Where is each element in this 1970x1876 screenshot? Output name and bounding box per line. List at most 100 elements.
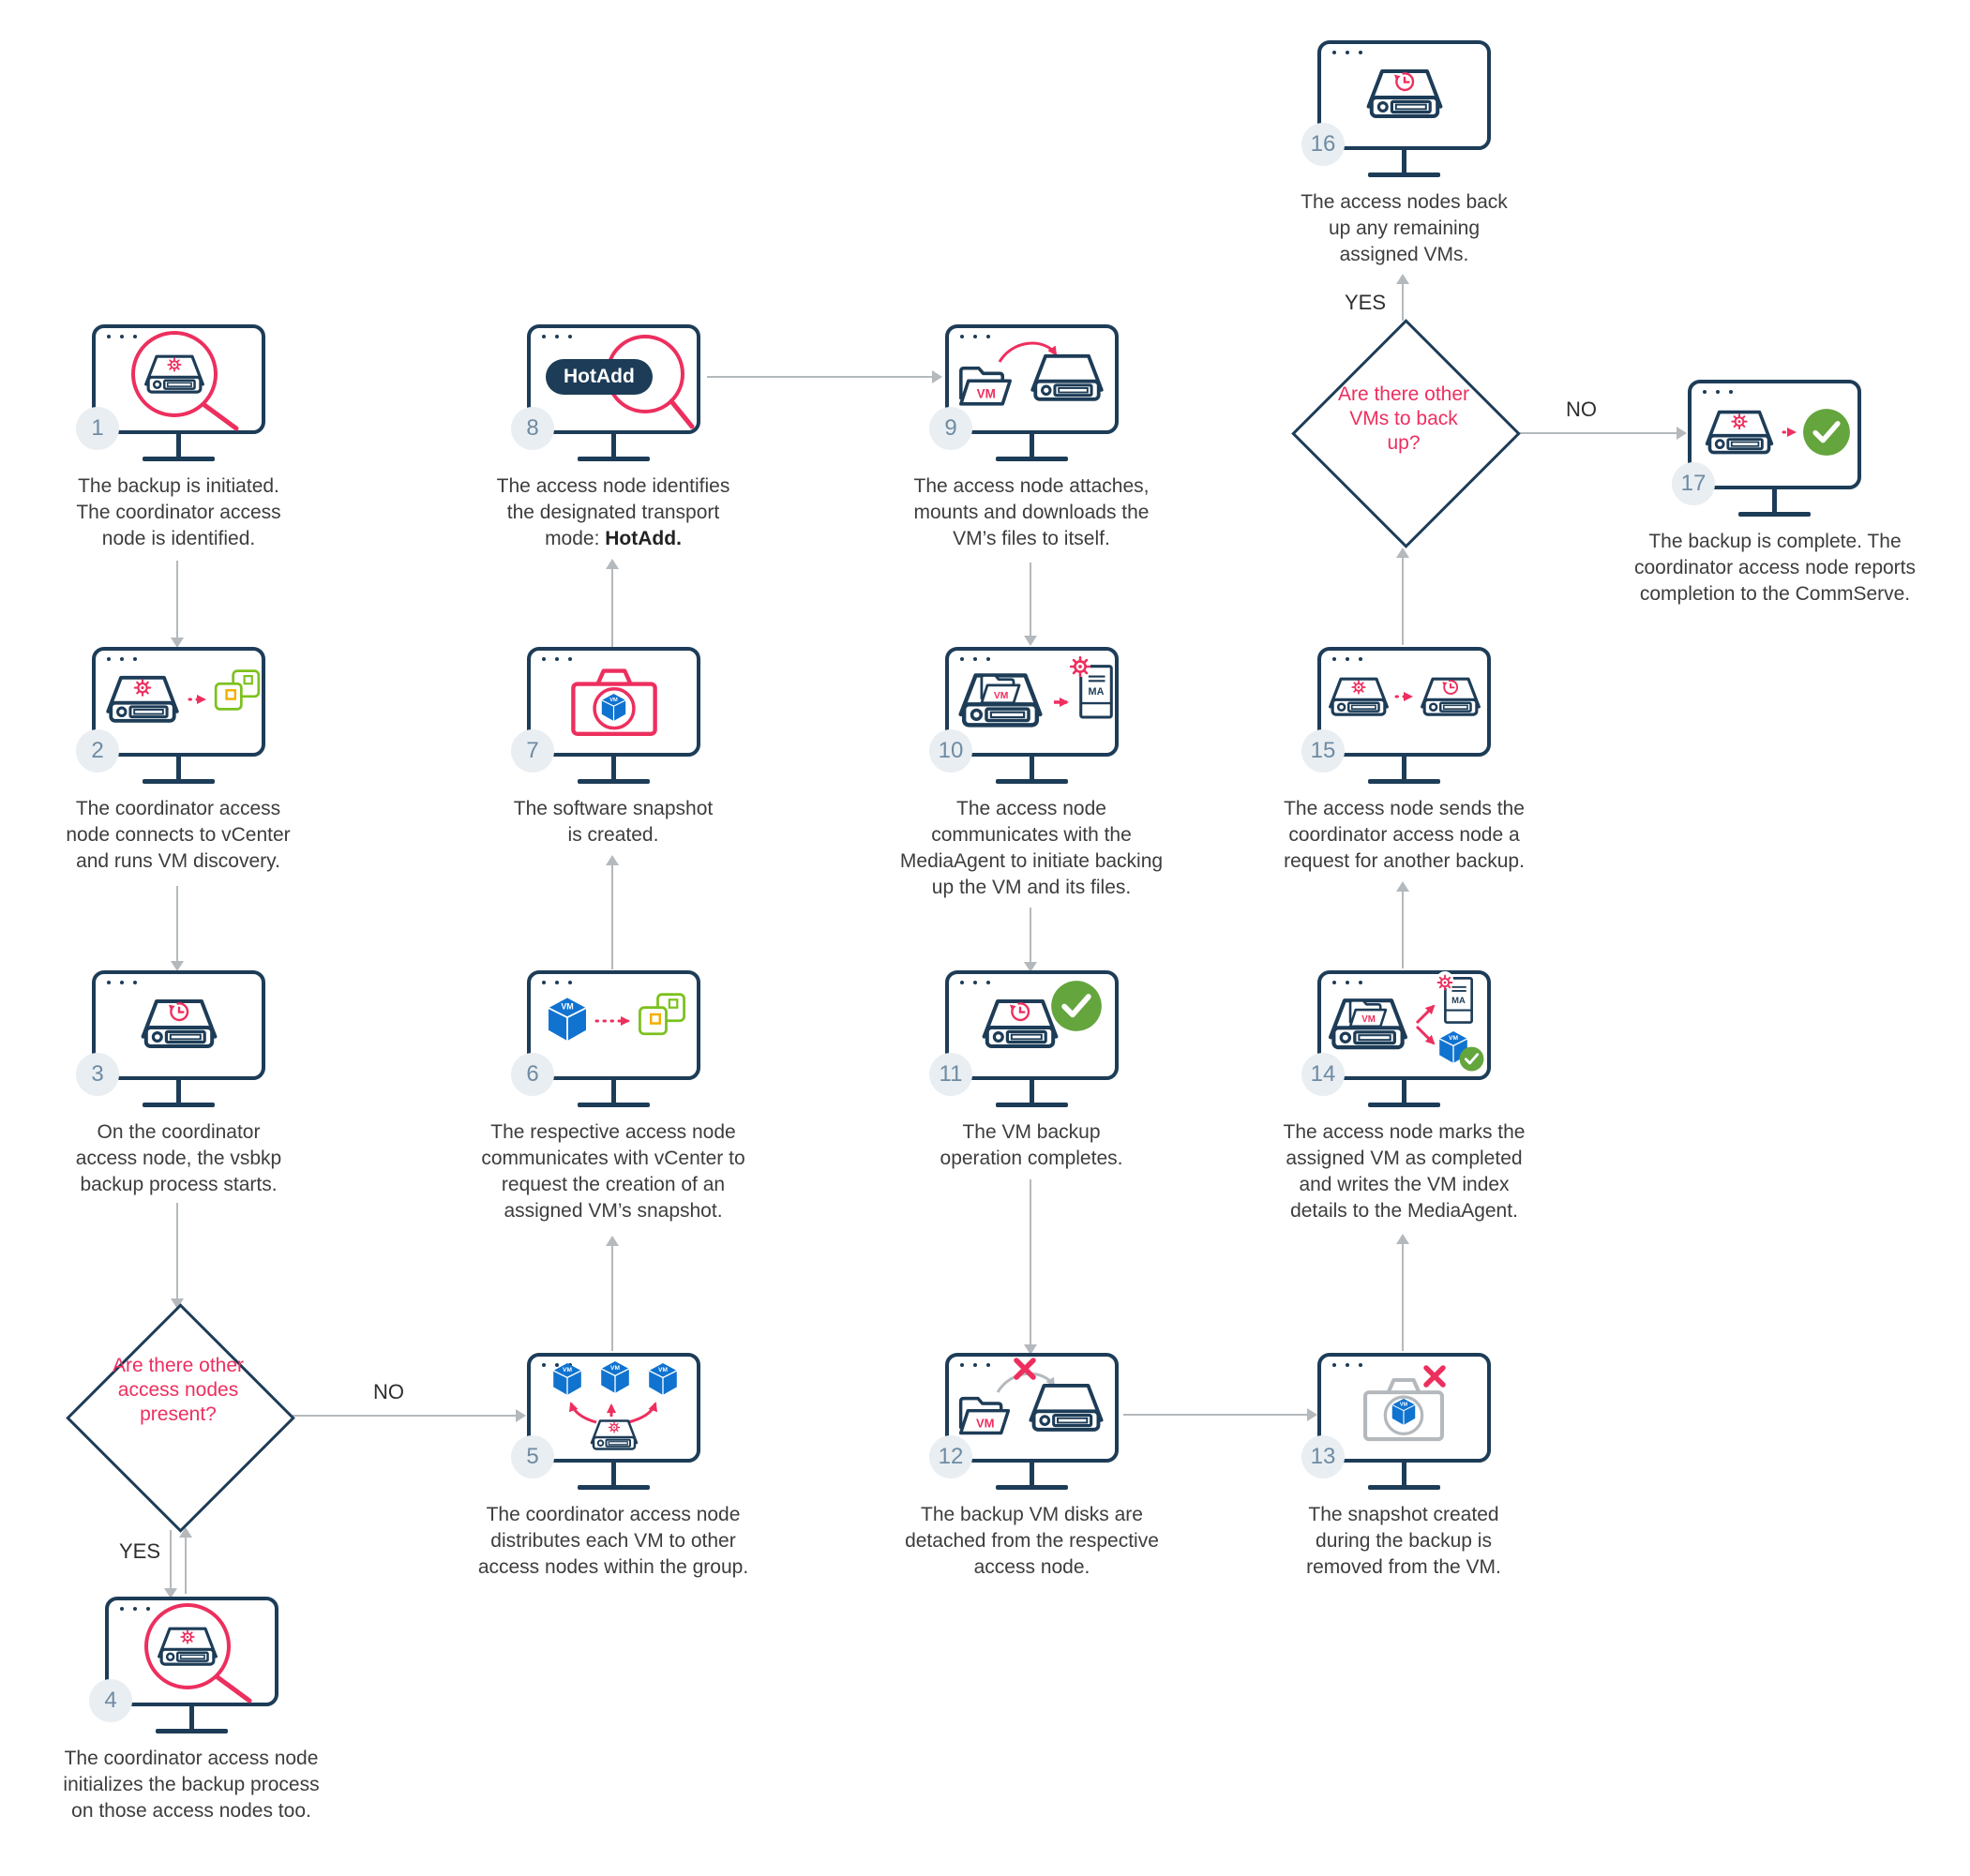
step-17: 17: [1672, 380, 1861, 517]
step-11: 11: [929, 970, 1119, 1107]
step-number-badge: 15: [1301, 729, 1345, 773]
step-number-badge: 14: [1301, 1053, 1345, 1096]
step-number-badge: 10: [929, 729, 972, 773]
monitor-frame: [945, 647, 1119, 757]
step-caption: The backup is complete. The coordinator …: [1634, 531, 1916, 605]
monitor-base: [996, 1103, 1068, 1107]
arrowhead-up-icon: [1396, 1234, 1409, 1244]
vm-folder-icon: [959, 366, 1012, 406]
step-15: 15: [1301, 647, 1491, 784]
window-dots-icon: [107, 335, 137, 338]
step-caption: On the coordinator access node, the vsbk…: [75, 1121, 282, 1195]
vcenter-icon: [214, 669, 261, 711]
window-dots-icon: [542, 657, 572, 661]
monitor-stand: [1772, 489, 1777, 513]
monitor-frame: [527, 970, 700, 1080]
vm-folder-detach-icon: [958, 1358, 1104, 1435]
step-number-badge: 2: [76, 729, 119, 773]
connector-1-2: [176, 561, 178, 639]
server-distributes-vms-icon: [552, 1360, 678, 1459]
step-caption: The access node marks the assigned VM as…: [1283, 1121, 1526, 1222]
backup-complete-icon: [949, 974, 1115, 1076]
arrowhead-up-icon: [1396, 548, 1409, 558]
snapshot-removed-icon: [1321, 1365, 1446, 1459]
monitor-stand: [611, 1463, 616, 1486]
window-dots-icon: [542, 335, 572, 338]
monitor-base: [578, 779, 650, 784]
server-restore-icon: [1321, 44, 1487, 146]
monitor-base: [1368, 779, 1440, 784]
step-number-badge: 9: [929, 407, 972, 450]
arrowhead-down-icon: [1024, 636, 1037, 646]
window-dots-icon: [1332, 657, 1362, 661]
monitor-frame: [105, 1597, 278, 1706]
window-dots-icon: [960, 657, 990, 661]
monitor-stand: [1402, 1463, 1406, 1486]
step-8: HotAdd 8: [511, 324, 700, 461]
step-number-badge: 1: [76, 407, 119, 450]
connector-13-14: [1402, 1243, 1404, 1351]
monitor-frame: [945, 1353, 1119, 1463]
step-caption: The backup VM disks are detached from th…: [905, 1504, 1159, 1578]
monitor-frame: [1688, 380, 1861, 489]
check-circle-icon: [1051, 981, 1102, 1031]
arrowhead-down-icon: [171, 961, 184, 971]
server-to-mediaagent-icon: [949, 655, 1113, 753]
monitor-stand: [611, 434, 616, 458]
connector-9-10: [1030, 563, 1031, 638]
step-number-badge: 17: [1672, 462, 1715, 505]
server-icon: [1030, 353, 1104, 401]
connector-7-8: [611, 568, 613, 647]
monitor-frame: [92, 970, 265, 1080]
server-restore-icon: [96, 974, 262, 1076]
snapshot-camera-icon: [531, 651, 697, 753]
monitor-base: [1368, 1485, 1440, 1490]
step-2: 2: [76, 647, 265, 784]
step-9: 9: [929, 324, 1119, 461]
decision-other-vms-question: Are there other VMs to back up?: [1337, 383, 1470, 455]
monitor-frame: [945, 324, 1119, 434]
monitor-base: [143, 457, 215, 461]
monitor-frame: [527, 1353, 700, 1463]
connector-d2-no-17: [1517, 432, 1678, 434]
step-caption: The snapshot created during the backup i…: [1306, 1504, 1501, 1578]
server-to-vcenter-icon: [96, 669, 261, 753]
vm-to-vcenter-icon: [548, 993, 685, 1043]
arrowhead-up-icon: [606, 559, 619, 569]
connector-5-6: [611, 1245, 613, 1351]
connector-8-9: [707, 376, 934, 378]
connector-12-13: [1123, 1414, 1309, 1416]
window-dots-icon: [1332, 51, 1362, 54]
step-caption: The access nodes back up any remaining a…: [1301, 191, 1508, 265]
step-14: 14: [1301, 970, 1491, 1107]
connector-11-12: [1030, 1179, 1031, 1346]
window-dots-icon: [107, 657, 137, 661]
monitor-base: [1738, 512, 1811, 517]
arrowhead-down-icon: [1024, 1344, 1037, 1355]
step-number-badge: 5: [511, 1435, 554, 1478]
monitor-stand: [1402, 757, 1406, 780]
arrowhead-down-icon: [1024, 962, 1037, 972]
arrowhead-down-icon: [164, 1588, 177, 1598]
monitor-frame: [945, 970, 1119, 1080]
vm-folder-mount-icon: [959, 341, 1104, 406]
step-number-badge: 4: [89, 1679, 132, 1722]
x-icon: [1423, 1365, 1446, 1388]
hotadd-badge: HotAdd: [546, 359, 653, 395]
decision-other-access-nodes-question: Are there other access nodes present?: [112, 1355, 245, 1426]
server-icon: [1029, 1383, 1104, 1432]
monitor-frame: [1317, 970, 1491, 1080]
step-caption: The VM backup operation completes.: [940, 1121, 1123, 1169]
arrowhead-up-icon: [606, 855, 619, 865]
request-another-backup-icon: [1321, 651, 1487, 753]
step-3: 3: [76, 970, 265, 1107]
connector-4-back-up: [185, 1538, 187, 1594]
gear-icon: [1069, 655, 1091, 678]
no-label-d2: NO: [1566, 398, 1597, 421]
connector-3-d1: [176, 1203, 178, 1300]
step-number-badge: 12: [929, 1435, 972, 1478]
monitor-stand: [176, 757, 181, 780]
monitor-stand: [189, 1706, 194, 1730]
monitor-base: [578, 1485, 650, 1490]
